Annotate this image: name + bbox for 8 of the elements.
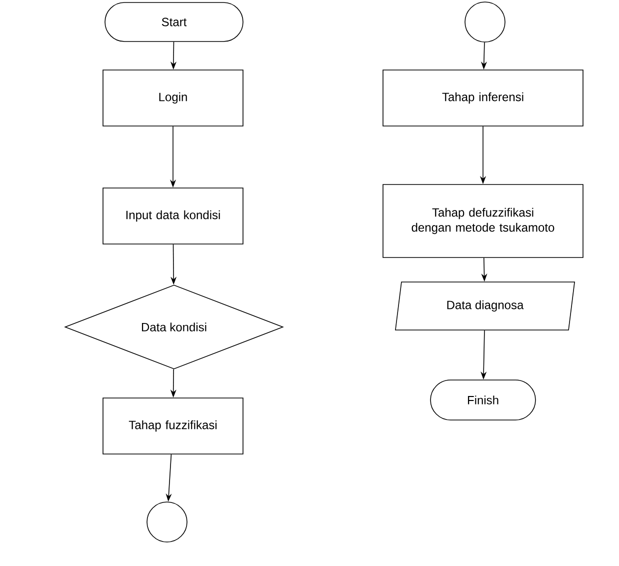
connector-circle <box>146 502 188 542</box>
process-box: Input data kondisi <box>102 188 244 244</box>
process-box: Tahap inferensi <box>382 70 584 126</box>
process-box: Tahap defuzzifikasi dengan metode tsukamoto <box>382 184 584 258</box>
process-box: Login <box>102 70 244 126</box>
process-box: Tahap fuzzifikasi <box>102 398 244 454</box>
connector-circle <box>464 2 506 42</box>
data-parallelogram: Data diagnosa <box>395 282 576 330</box>
